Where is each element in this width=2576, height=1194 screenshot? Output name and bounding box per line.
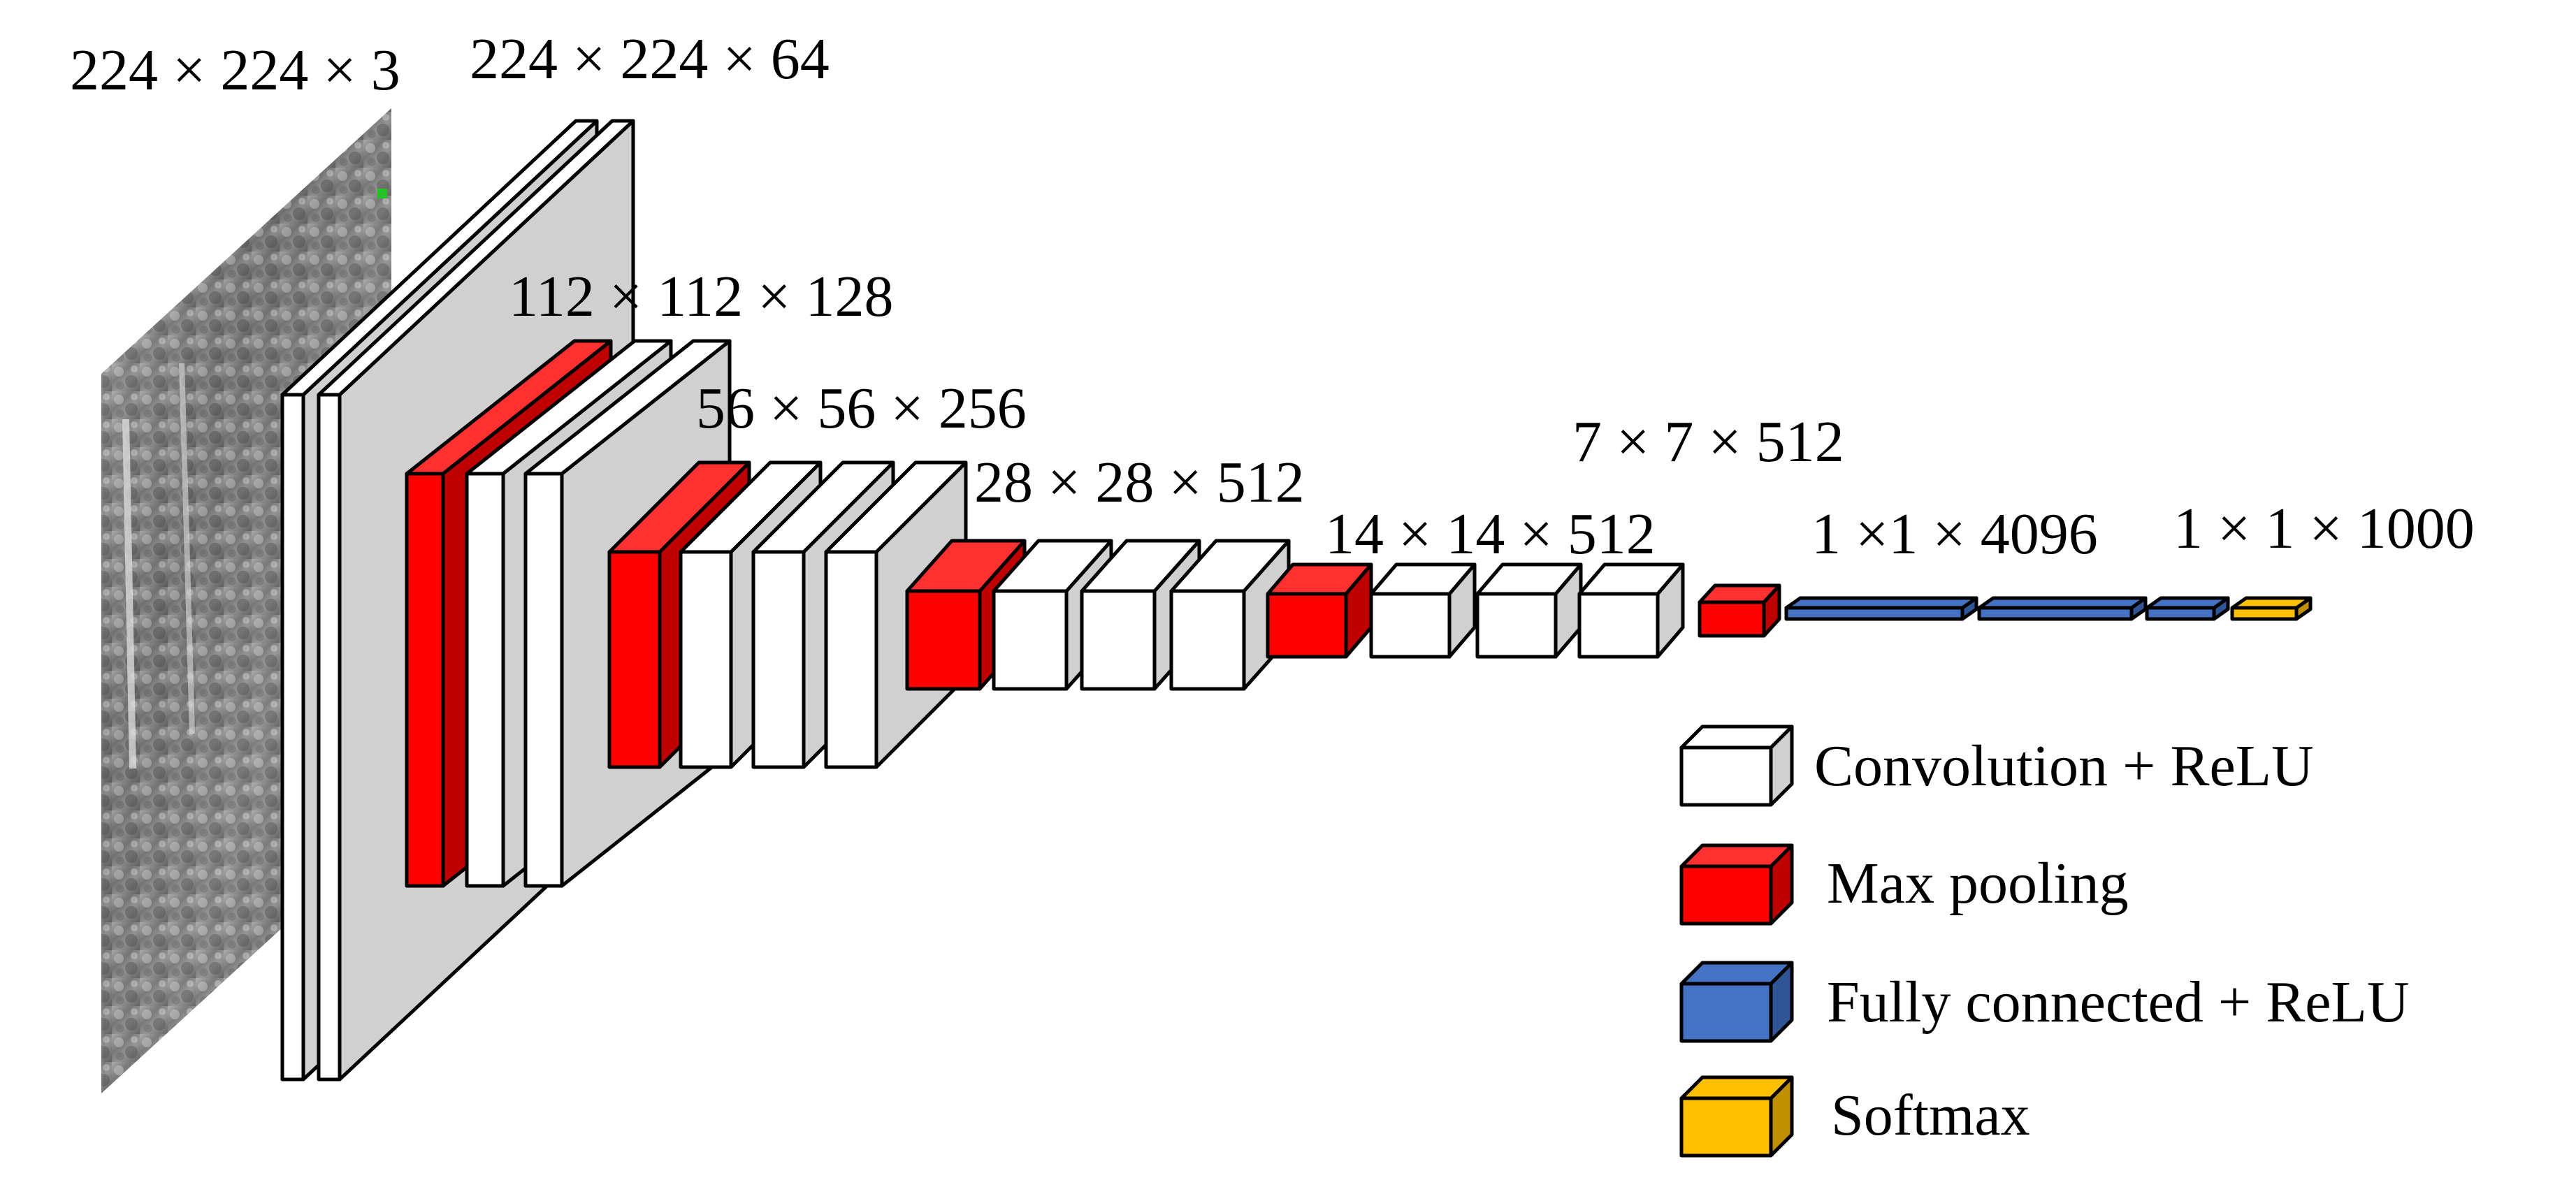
label-input: 224 × 224 × 3: [70, 38, 400, 103]
block-conv5-1: [1369, 562, 1477, 659]
label-conv5: 14 × 14 × 512: [1325, 502, 1656, 567]
legend-label-pool: Max pooling: [1827, 851, 2129, 916]
label-pool5: 7 × 7 × 512: [1572, 409, 1844, 474]
layer-blocks: [280, 119, 2313, 1082]
legend: Convolution + ReLU Max pooling Fully con…: [1679, 725, 2410, 1158]
block-conv3-3: [824, 460, 968, 769]
block-conv5-2: [1475, 562, 1583, 659]
label-conv2: 112 × 112 × 128: [509, 264, 894, 329]
block-pool4: [1266, 562, 1373, 659]
legend-label-fc: Fully connected + ReLU: [1827, 970, 2410, 1035]
legend-icon-softmax: [1679, 1075, 1794, 1158]
label-conv1: 224 × 224 × 64: [470, 27, 830, 92]
block-fc7: [1977, 596, 2148, 621]
legend-icon-fc: [1679, 961, 1794, 1043]
block-conv4-3: [1169, 539, 1291, 691]
label-output: 1 × 1 × 1000: [2173, 496, 2475, 561]
block-pool5: [1698, 583, 1781, 638]
legend-label-softmax: Softmax: [1831, 1083, 2030, 1148]
label-fc: 1 ×1 × 4096: [1811, 502, 2098, 567]
legend-icon-pool: [1679, 843, 1794, 926]
dimension-labels: 224 × 224 × 3 224 × 224 × 64 112 × 112 ×…: [70, 27, 2475, 567]
label-conv4: 28 × 28 × 512: [974, 450, 1305, 515]
label-conv3: 56 × 56 × 256: [696, 376, 1027, 441]
legend-label-conv: Convolution + ReLU: [1814, 734, 2314, 799]
block-fc6: [1784, 596, 1978, 621]
block-conv5-3: [1577, 562, 1685, 659]
block-softmax: [2230, 596, 2313, 621]
block-fc8: [2145, 596, 2230, 621]
legend-icon-conv: [1679, 725, 1794, 807]
